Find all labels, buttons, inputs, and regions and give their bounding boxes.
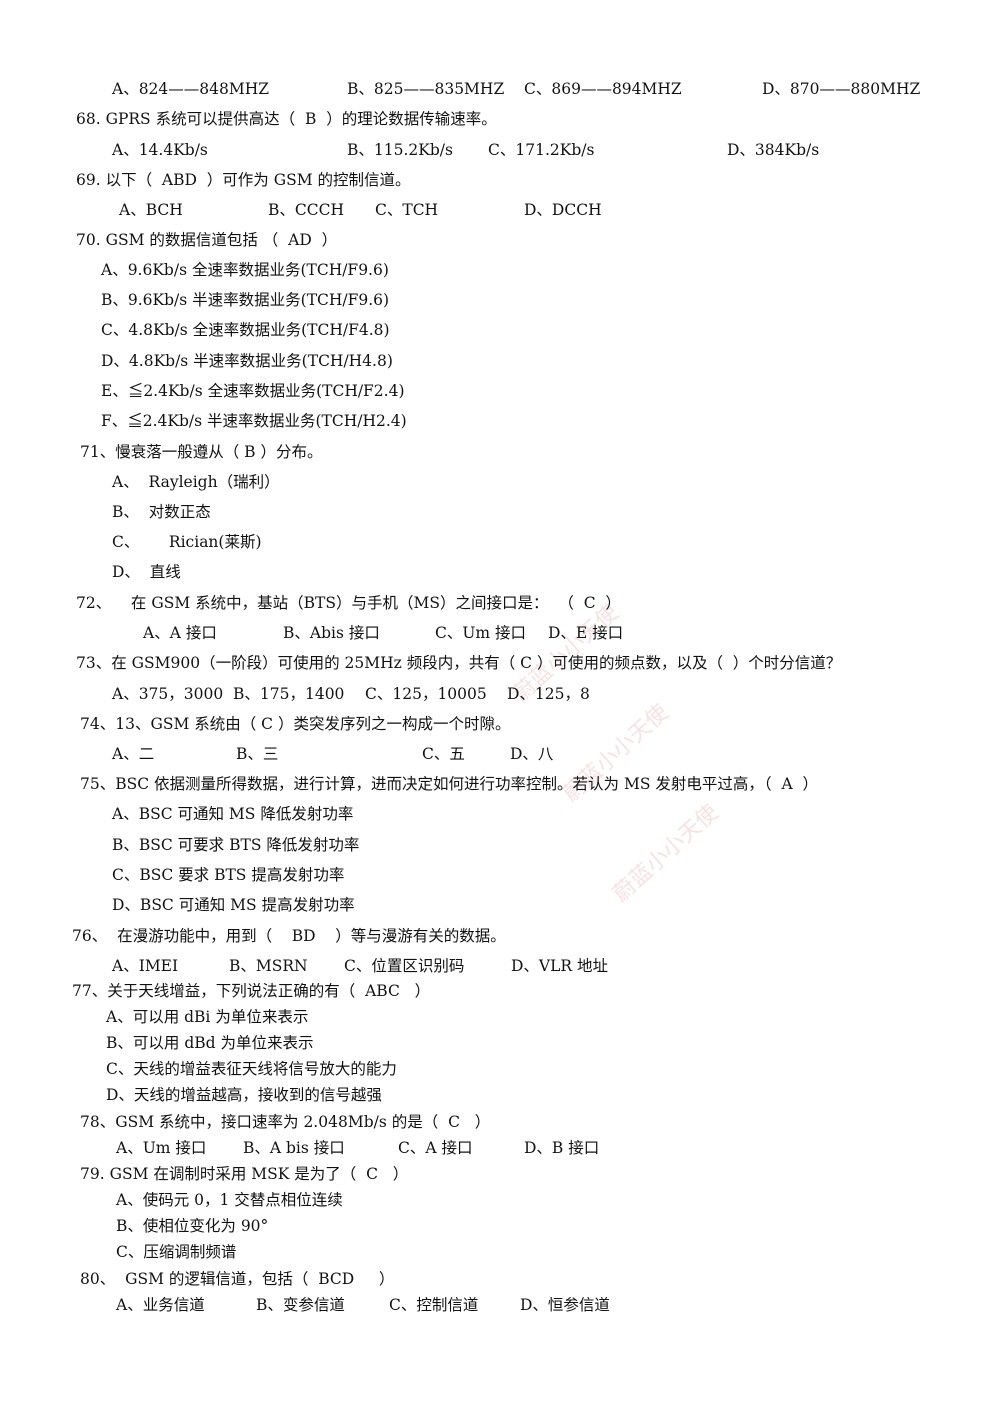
- option: C、869——894MHZ: [524, 80, 682, 98]
- option: B、使相位变化为 90°: [116, 1217, 269, 1235]
- option: B、变参信道: [256, 1296, 345, 1314]
- option: D、E 接口: [548, 624, 624, 642]
- option: A、A 接口: [143, 624, 217, 642]
- option: C、4.8Kb/s 全速率数据业务(TCH/F4.8): [101, 321, 390, 339]
- option: C、171.2Kb/s: [488, 141, 595, 159]
- option: B、Abis 接口: [283, 624, 380, 642]
- question-stem: 69. 以下（ ABD ）可作为 GSM 的控制信道。: [76, 171, 411, 189]
- option: A、Um 接口: [116, 1139, 207, 1157]
- option: A、二: [112, 745, 155, 763]
- option: C、125，10005: [365, 685, 487, 703]
- option: C、位置区识别码: [344, 957, 465, 975]
- option: A、14.4Kb/s: [112, 141, 208, 159]
- option: C、A 接口: [398, 1139, 473, 1157]
- option: D、384Kb/s: [727, 141, 820, 159]
- option: C、五: [422, 745, 465, 763]
- option: B、 对数正态: [112, 503, 211, 521]
- option: A、业务信道: [116, 1296, 205, 1314]
- option: D、八: [510, 745, 554, 763]
- option: D、125，8: [507, 685, 590, 703]
- question-stem: 70. GSM 的数据信道包括 （ AD ）: [76, 231, 338, 249]
- option: B、A bis 接口: [243, 1139, 345, 1157]
- question-stem: 68. GPRS 系统可以提供高达（ B ）的理论数据传输速率。: [76, 110, 497, 128]
- option: B、CCCH: [268, 201, 344, 219]
- option: C、控制信道: [389, 1296, 479, 1314]
- option: B、MSRN: [229, 957, 308, 975]
- question-stem: 77、关于天线增益，下列说法正确的有（ ABC ）: [72, 982, 431, 1000]
- question-stem: 80、 GSM 的逻辑信道，包括（ BCD ）: [80, 1270, 395, 1288]
- option: D、4.8Kb/s 半速率数据业务(TCH/H4.8): [101, 352, 393, 370]
- option: B、可以用 dBd 为单位来表示: [106, 1034, 314, 1052]
- option: C、压缩调制频谱: [116, 1243, 237, 1261]
- option: A、BCH: [119, 201, 183, 219]
- option: A、375，3000: [112, 685, 224, 703]
- option: C、 Rician(莱斯): [112, 533, 262, 551]
- option: A、 Rayleigh（瑞利）: [112, 473, 280, 491]
- question-stem: 79. GSM 在调制时采用 MSK 是为了（ C ）: [80, 1165, 409, 1183]
- option: D、VLR 地址: [511, 957, 609, 975]
- option: C、TCH: [375, 201, 439, 219]
- option: D、BSC 可通知 MS 提高发射功率: [112, 896, 355, 914]
- question-stem: 78、GSM 系统中，接口速率为 2.048Mb/s 的是（ C ）: [80, 1113, 491, 1131]
- option: A、IMEI: [112, 957, 179, 975]
- option: C、Um 接口: [435, 624, 527, 642]
- option: D、天线的增益越高，接收到的信号越强: [106, 1086, 382, 1104]
- option: D、870——880MHZ: [762, 80, 921, 98]
- question-stem: 74、13、GSM 系统由（ C ）类突发序列之一构成一个时隙。: [80, 715, 511, 733]
- option: F、≦2.4Kb/s 半速率数据业务(TCH/H2.4): [101, 412, 407, 430]
- option: A、使码元 0，1 交替点相位连续: [116, 1191, 343, 1209]
- option: C、天线的增益表征天线将信号放大的能力: [106, 1060, 397, 1078]
- option: D、DCCH: [524, 201, 602, 219]
- option: C、BSC 要求 BTS 提高发射功率: [112, 866, 345, 884]
- option: B、9.6Kb/s 半速率数据业务(TCH/F9.6): [101, 291, 390, 309]
- option: A、824——848MHZ: [112, 80, 270, 98]
- question-stem: 72、 在 GSM 系统中，基站（BTS）与手机（MS）之间接口是： （ C ）: [76, 594, 621, 612]
- option: A、9.6Kb/s 全速率数据业务(TCH/F9.6): [101, 261, 389, 279]
- option: D、 直线: [112, 563, 181, 581]
- option: B、三: [236, 745, 279, 763]
- option: D、B 接口: [524, 1139, 600, 1157]
- option: A、BSC 可通知 MS 降低发射功率: [112, 805, 354, 823]
- option: A、可以用 dBi 为单位来表示: [106, 1008, 309, 1026]
- option: B、175，1400: [233, 685, 345, 703]
- option: B、BSC 可要求 BTS 降低发射功率: [112, 836, 360, 854]
- option: D、恒参信道: [520, 1296, 610, 1314]
- question-stem: 76、 在漫游功能中，用到（ BD ）等与漫游有关的数据。: [72, 927, 506, 945]
- option: B、825——835MHZ: [347, 80, 505, 98]
- question-stem: 75、BSC 依据测量所得数据，进行计算，进而决定如何进行功率控制。若认为 MS…: [80, 775, 819, 793]
- option: B、115.2Kb/s: [347, 141, 453, 159]
- watermark-text: 蔚蓝小小天使: [608, 800, 724, 908]
- question-stem: 73、在 GSM900（一阶段）可使用的 25MHz 频段内，共有（ C ）可使…: [76, 654, 842, 672]
- option: E、≦2.4Kb/s 全速率数据业务(TCH/F2.4): [101, 382, 405, 400]
- question-stem: 71、慢衰落一般遵从（ B ）分布。: [80, 443, 323, 461]
